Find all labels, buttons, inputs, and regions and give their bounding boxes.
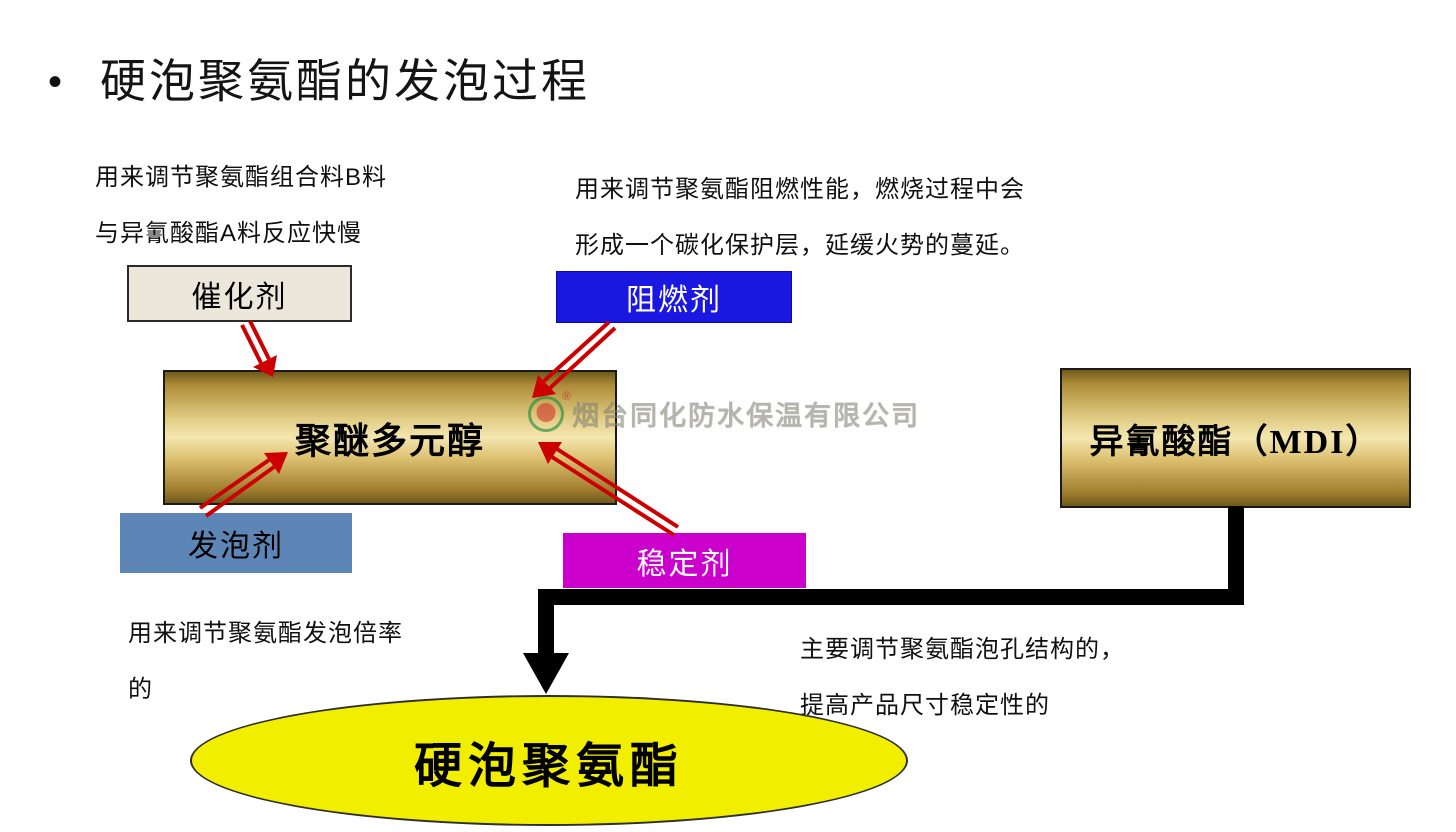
note-line: 主要调节聚氨酯泡孔结构的， (800, 636, 1125, 663)
node-label: 异氰酸酯（MDI） (1089, 423, 1382, 461)
note-line: 的 (128, 676, 153, 703)
node-stabilizer: 稳定剂 (563, 533, 806, 588)
title-bullet: • (48, 60, 63, 104)
node-label: 阻燃剂 (626, 284, 722, 317)
note-blowing-agent: 用来调节聚氨酯发泡倍率 的 (128, 606, 403, 718)
note-line: 用来调节聚氨酯发泡倍率 (128, 620, 403, 647)
node-label: 聚醚多元醇 (294, 420, 485, 461)
arrow-catalyst-to-polyol (240, 320, 277, 377)
node-catalyst: 催化剂 (127, 265, 352, 322)
watermark-text: 烟台同化防水保温有限公司 (572, 401, 920, 431)
note-line: 用来调节聚氨酯组合料B料 (95, 164, 388, 191)
title-row: • 硬泡聚氨酯的发泡过程 (48, 52, 590, 112)
note-flame-retardant: 用来调节聚氨酯阻燃性能，燃烧过程中会 形成一个碳化保护层，延缓火势的蔓延。 (575, 162, 1025, 274)
note-line: 形成一个碳化保护层，延缓火势的蔓延。 (575, 232, 1025, 259)
node-label: 稳定剂 (636, 547, 733, 581)
note-stabilizer: 主要调节聚氨酯泡孔结构的， 提高产品尺寸稳定性的 (800, 622, 1125, 734)
connector-arrowhead (523, 653, 569, 694)
note-line: 与异氰酸酯A料反应快慢 (95, 220, 363, 247)
node-blowing-agent: 发泡剂 (120, 513, 352, 573)
page-title: 硬泡聚氨酯的发泡过程 (100, 56, 591, 107)
node-label: 催化剂 (191, 280, 288, 314)
note-catalyst: 用来调节聚氨酯组合料B料 与异氰酸酯A料反应快慢 (95, 150, 387, 262)
node-polyether-polyol: 聚醚多元醇 (163, 370, 617, 505)
node-flame-retardant: 阻燃剂 (556, 271, 792, 323)
note-line: 用来调节聚氨酯阻燃性能，燃烧过程中会 (575, 176, 1025, 203)
node-product-ellipse: 硬泡聚氨酯 (190, 695, 908, 826)
note-line: 提高产品尺寸稳定性的 (800, 692, 1050, 719)
node-isocyanate-mdi: 异氰酸酯（MDI） (1060, 368, 1411, 508)
node-label: 硬泡聚氨酯 (413, 739, 684, 793)
node-label: 发泡剂 (188, 530, 284, 563)
